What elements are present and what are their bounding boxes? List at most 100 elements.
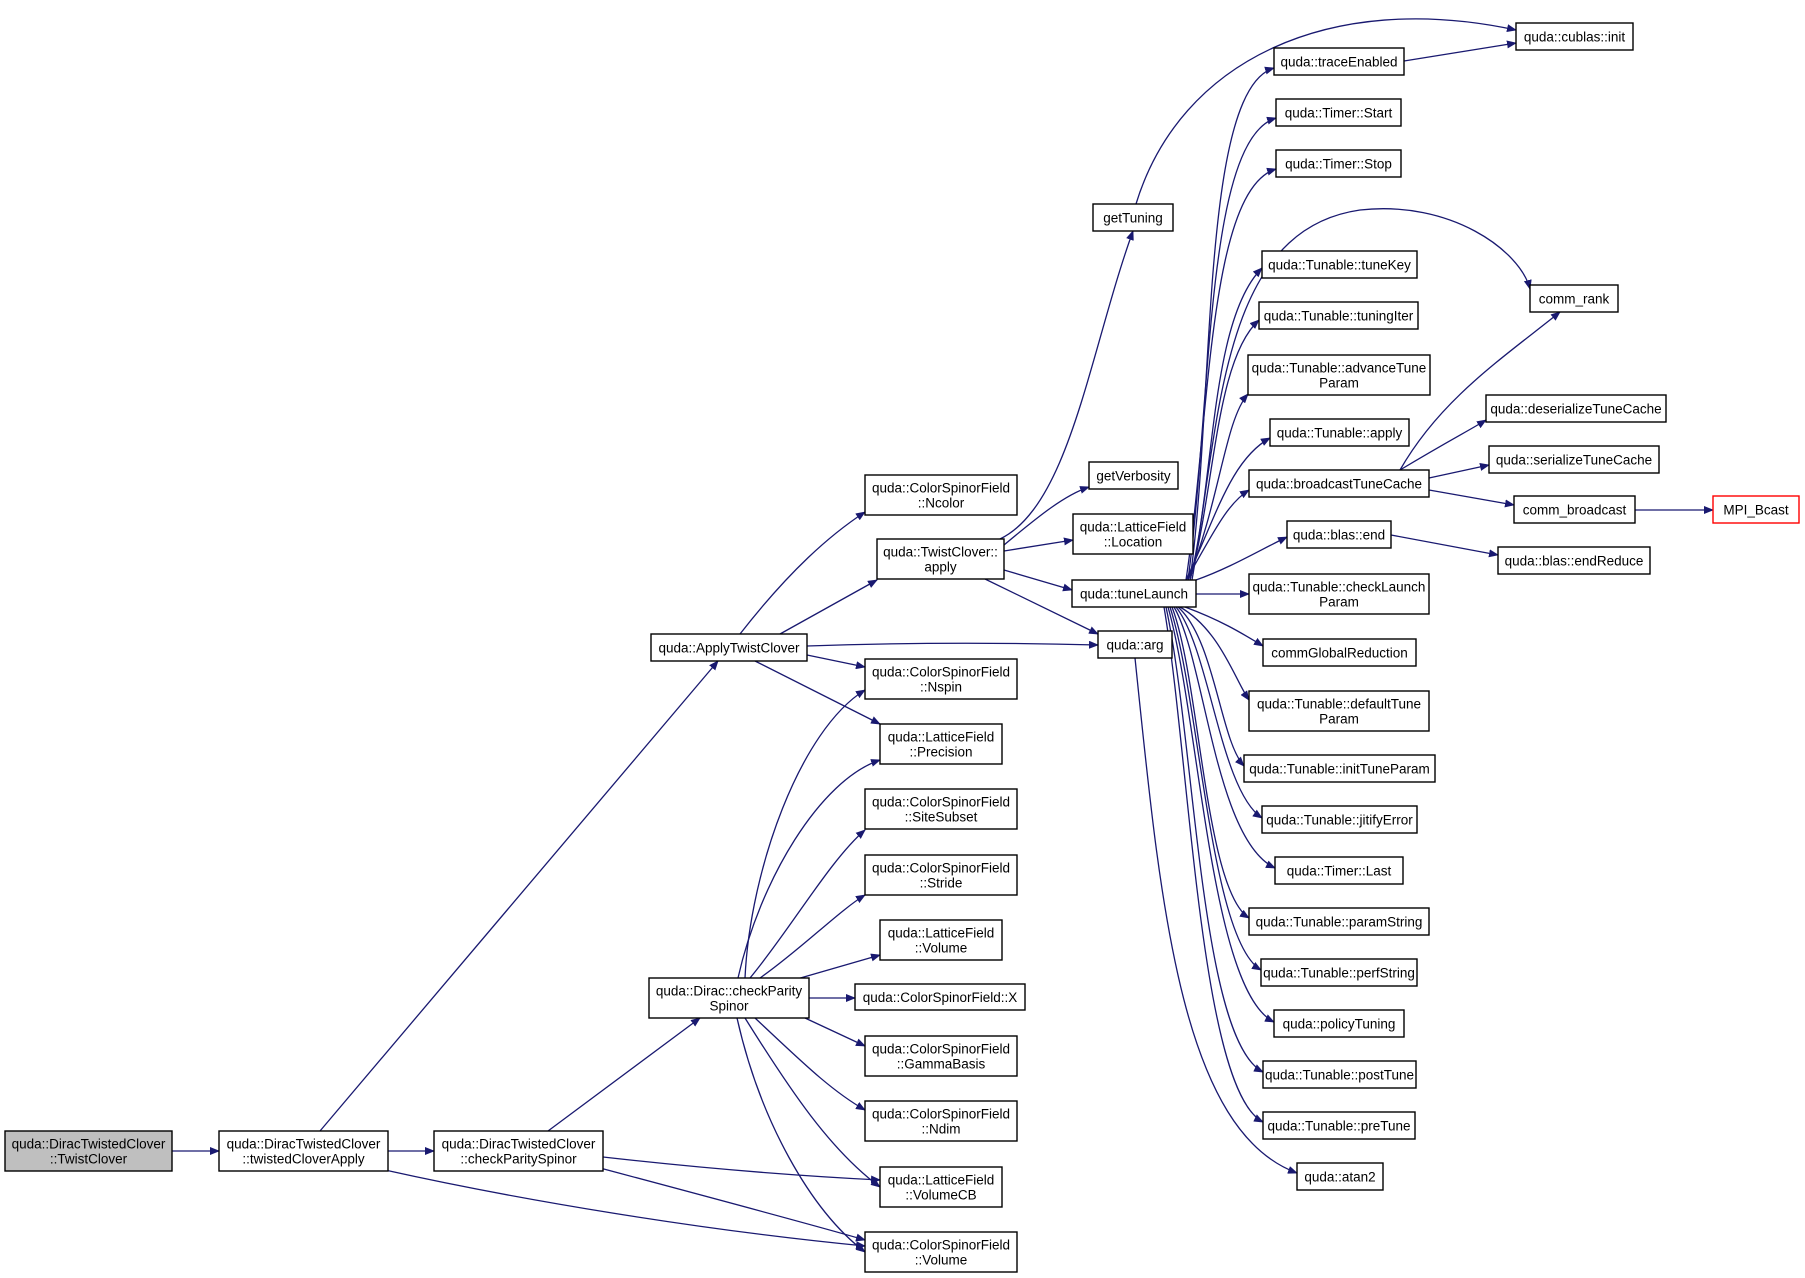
node-label: quda::Dirac::checkParity — [656, 984, 803, 999]
node-endreduce[interactable]: quda::blas::endReduce — [1497, 546, 1651, 575]
node-box — [1262, 1060, 1417, 1089]
node-getverbosity[interactable]: getVerbosity — [1088, 461, 1179, 490]
node-twistedcloverapply[interactable]: quda::DiracTwistedClover::twistedCloverA… — [218, 1130, 389, 1172]
node-dtc-checkparity[interactable]: quda::DiracTwistedClover::checkParitySpi… — [433, 1130, 604, 1172]
node-box — [1275, 149, 1402, 178]
node-tuningiter[interactable]: quda::Tunable::tuningIter — [1258, 301, 1419, 330]
node-deserializetunecache[interactable]: quda::deserializeTuneCache — [1485, 394, 1667, 423]
node-box — [1488, 445, 1660, 474]
node-box — [1274, 856, 1404, 885]
node-box — [1248, 690, 1430, 732]
node-csf-stride[interactable]: quda::ColorSpinorField::Stride — [864, 854, 1018, 896]
node-box — [1248, 907, 1430, 936]
node-label: quda::LatticeField — [1080, 520, 1187, 535]
node-timer-stop[interactable]: quda::Timer::Stop — [1275, 149, 1402, 178]
node-label: comm_rank — [1539, 292, 1610, 307]
edge-tunelaunch-to-comm-rank — [1191, 208, 1532, 581]
node-inittuneparam[interactable]: quda::Tunable::initTuneParam — [1243, 754, 1436, 783]
node-mpi-bcast[interactable]: MPI_Bcast — [1712, 495, 1800, 524]
node-box — [1515, 22, 1634, 51]
node-box — [1269, 418, 1410, 447]
node-label: quda::Tunable::tuningIter — [1264, 309, 1414, 324]
edge-twistedcloverapply-to-applytwistclover — [319, 660, 719, 1132]
node-dirac-checkparity[interactable]: quda::Dirac::checkParitySpinor — [648, 977, 810, 1019]
node-label: ::Location — [1104, 535, 1163, 550]
edge-tc-apply-to-getverbosity — [1003, 486, 1090, 546]
node-gettuning[interactable]: getTuning — [1092, 203, 1174, 232]
node-timer-start[interactable]: quda::Timer::Start — [1275, 98, 1402, 127]
node-box — [1258, 301, 1419, 330]
node-tc-apply[interactable]: quda::TwistClover::apply — [876, 538, 1005, 580]
node-csf-ndim[interactable]: quda::ColorSpinorField::Ndim — [864, 1100, 1018, 1142]
node-comm-rank[interactable]: comm_rank — [1529, 284, 1619, 313]
node-label: quda::ColorSpinorField — [872, 665, 1010, 680]
node-box — [4, 1130, 173, 1172]
node-tunelaunch[interactable]: quda::tuneLaunch — [1071, 579, 1197, 608]
node-tunable-apply[interactable]: quda::Tunable::apply — [1269, 418, 1410, 447]
node-box — [1092, 203, 1174, 232]
node-commglobalreduction[interactable]: commGlobalReduction — [1262, 638, 1417, 667]
node-label: quda::ColorSpinorField — [872, 1238, 1010, 1253]
edge-dirac-checkparity-to-csf-nspin — [744, 689, 866, 979]
node-lf-volumecb[interactable]: quda::LatticeField::VolumeCB — [879, 1166, 1003, 1208]
node-label: quda::DiracTwistedClover — [12, 1137, 166, 1152]
node-box — [1513, 495, 1636, 524]
node-label: quda::Timer::Start — [1285, 106, 1393, 121]
edge-tunelaunch-to-timer-start — [1187, 116, 1277, 581]
edge-tunelaunch-to-pretune — [1163, 606, 1264, 1123]
node-label: ::Nspin — [920, 680, 962, 695]
node-label: quda::ApplyTwistClover — [658, 641, 800, 656]
node-csf-gammabasis[interactable]: quda::ColorSpinorField::GammaBasis — [864, 1035, 1018, 1077]
node-timer-last[interactable]: quda::Timer::Last — [1274, 856, 1404, 885]
node-box — [1529, 284, 1619, 313]
node-pretune[interactable]: quda::Tunable::preTune — [1262, 1111, 1416, 1140]
node-arg[interactable]: quda::arg — [1097, 630, 1173, 659]
node-label: quda::traceEnabled — [1280, 55, 1397, 70]
edge-applytwistclover-to-csf-nspin — [806, 654, 866, 670]
edge-dtc-checkparity-to-csf-volume — [599, 1167, 866, 1242]
node-atan2[interactable]: quda::atan2 — [1296, 1162, 1384, 1191]
node-label: ::checkParitySpinor — [460, 1152, 577, 1167]
edge-tunelaunch-to-perfstring — [1169, 606, 1262, 971]
node-lf-location[interactable]: quda::LatticeField::Location — [1072, 513, 1194, 555]
edge-dirac-checkparity-to-lf-precision — [737, 759, 881, 979]
node-box — [1097, 630, 1173, 659]
node-csf-sitesubset[interactable]: quda::ColorSpinorField::SiteSubset — [864, 788, 1018, 830]
node-cublas-init[interactable]: quda::cublas::init — [1515, 22, 1634, 51]
node-label: ::TwistClover — [50, 1152, 128, 1167]
node-label: quda::LatticeField — [888, 730, 995, 745]
node-layer: quda::DiracTwistedClover::TwistCloverqud… — [4, 22, 1800, 1273]
node-label: quda::blas::endReduce — [1505, 554, 1644, 569]
node-label: quda::Tunable::apply — [1277, 426, 1403, 441]
node-jitifyerror[interactable]: quda::Tunable::jitifyError — [1261, 805, 1418, 834]
node-label: quda::ColorSpinorField — [872, 795, 1010, 810]
node-label: getTuning — [1103, 211, 1163, 226]
node-posttune[interactable]: quda::Tunable::postTune — [1262, 1060, 1417, 1089]
node-csf-x[interactable]: quda::ColorSpinorField::X — [854, 983, 1026, 1011]
node-lf-precision[interactable]: quda::LatticeField::Precision — [879, 723, 1003, 765]
node-blas-end[interactable]: quda::blas::end — [1286, 520, 1392, 549]
node-csf-ncolor[interactable]: quda::ColorSpinorField::Ncolor — [864, 474, 1018, 516]
node-csf-nspin[interactable]: quda::ColorSpinorField::Nspin — [864, 658, 1018, 700]
node-comm-broadcast[interactable]: comm_broadcast — [1513, 495, 1636, 524]
node-box — [1497, 546, 1651, 575]
node-box — [864, 658, 1018, 700]
node-serializetunecache[interactable]: quda::serializeTuneCache — [1488, 445, 1660, 474]
node-paramstring[interactable]: quda::Tunable::paramString — [1248, 907, 1430, 936]
node-traceenabled[interactable]: quda::traceEnabled — [1273, 47, 1405, 76]
node-lf-volume[interactable]: quda::LatticeField::Volume — [879, 919, 1003, 961]
node-policytuning[interactable]: quda::policyTuning — [1273, 1009, 1405, 1038]
node-box — [864, 854, 1018, 896]
edge-traceenabled-to-cublas-init — [1403, 40, 1517, 62]
node-perfstring[interactable]: quda::Tunable::perfString — [1260, 958, 1418, 987]
node-applytwistclover[interactable]: quda::ApplyTwistClover — [650, 633, 808, 662]
node-csf-volume[interactable]: quda::ColorSpinorField::Volume — [864, 1231, 1018, 1273]
edge-tunelaunch-to-blas-end — [1195, 536, 1288, 581]
node-broadcasttunecache[interactable]: quda::broadcastTuneCache — [1248, 469, 1430, 498]
node-label: commGlobalReduction — [1271, 646, 1408, 661]
node-tunekey[interactable]: quda::Tunable::tuneKey — [1261, 250, 1418, 279]
node-box — [1296, 1162, 1384, 1191]
